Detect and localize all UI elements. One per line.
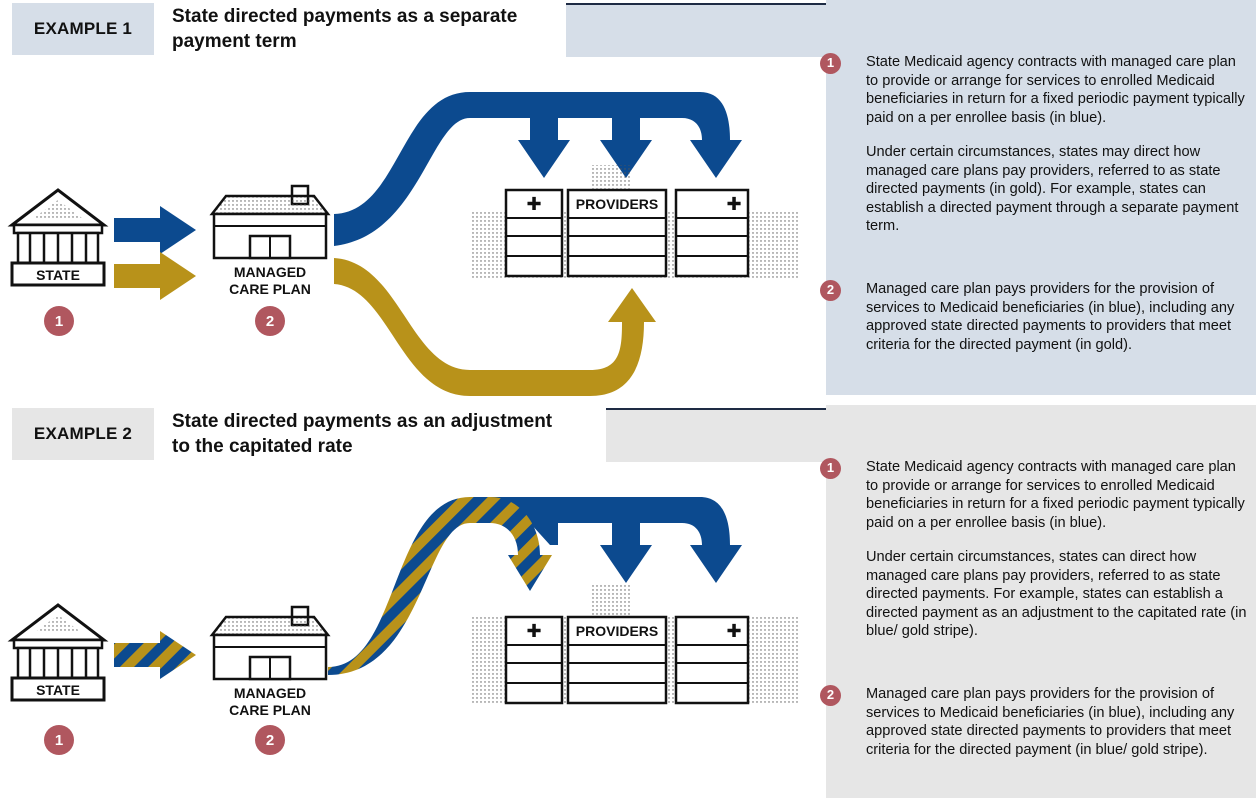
item-paragraph: Under certain circumstances, states can … — [866, 549, 1247, 639]
blue-flow-to-providers — [470, 497, 742, 583]
gold-arrow — [114, 252, 196, 300]
state-building-icon — [7, 603, 109, 702]
svg-text:✚: ✚ — [726, 621, 741, 642]
blue-flow-to-providers — [334, 92, 742, 246]
description-item-2: 2 Managed care plan pays providers for t… — [820, 685, 1251, 775]
plan-label-line1: MANAGED — [233, 685, 307, 701]
svg-text:✚: ✚ — [726, 194, 741, 215]
description-panel — [826, 0, 1256, 395]
payment-flow-diagram: ✚ ✚ — [7, 497, 800, 705]
managed-care-plan-icon — [209, 184, 331, 260]
state-label: STATE — [36, 682, 80, 698]
example-tag: EXAMPLE 1 — [12, 3, 154, 55]
providers-label: PROVIDERS — [575, 623, 659, 639]
plan-label-line2: CARE PLAN — [229, 281, 311, 297]
payment-flow-diagram: ✚ ✚ — [7, 92, 800, 396]
providers-label: PROVIDERS — [575, 196, 659, 212]
header-band — [606, 410, 826, 462]
item-paragraph: State Medicaid agency contracts with man… — [866, 54, 1245, 126]
plan-label-line1: MANAGED — [233, 264, 307, 280]
example-title: State directed payments as an adjustment… — [172, 411, 553, 457]
state-building-icon — [7, 188, 109, 287]
item-number-badge: 2 — [820, 685, 841, 706]
item-paragraph: State Medicaid agency contracts with man… — [866, 459, 1245, 531]
item-paragraph: Managed care plan pays providers for the… — [866, 281, 1235, 353]
example-1: EXAMPLE 1 State directed payments as a s… — [7, 0, 1256, 396]
managed-care-plan-icon — [209, 605, 331, 681]
example-2: EXAMPLE 2 State directed payments as an … — [0, 405, 1256, 798]
item-number-badge: 2 — [820, 280, 841, 301]
svg-text:✚: ✚ — [526, 621, 541, 642]
state-number-badge: 1 — [44, 725, 74, 755]
plan-label-line2: CARE PLAN — [229, 702, 311, 718]
item-number-badge: 1 — [820, 53, 841, 74]
description-item-2: 2 Managed care plan pays providers for t… — [820, 280, 1251, 370]
plan-number-badge: 2 — [255, 725, 285, 755]
header-band — [566, 5, 826, 57]
example-title: State directed payments as a separate pa… — [172, 6, 518, 52]
description-item-1: 1 State Medicaid agency contracts with m… — [820, 53, 1251, 252]
providers-icon: ✚ ✚ — [470, 165, 800, 280]
description-item-1: 1 State Medicaid agency contracts with m… — [820, 458, 1251, 657]
providers-icon: ✚ ✚ — [470, 585, 800, 705]
state-label: STATE — [36, 267, 80, 283]
state-number-badge: 1 — [44, 306, 74, 336]
plan-number-badge: 2 — [255, 306, 285, 336]
gold-flow-to-providers — [334, 258, 656, 396]
striped-flow-to-providers — [328, 497, 552, 675]
svg-text:✚: ✚ — [526, 194, 541, 215]
striped-arrow — [114, 631, 196, 679]
description-panel — [826, 405, 1256, 798]
item-paragraph: Under certain circumstances, states may … — [866, 144, 1239, 234]
example-tag: EXAMPLE 2 — [12, 408, 154, 460]
blue-arrow — [114, 206, 196, 254]
item-paragraph: Managed care plan pays providers for the… — [866, 686, 1235, 758]
item-number-badge: 1 — [820, 458, 841, 479]
